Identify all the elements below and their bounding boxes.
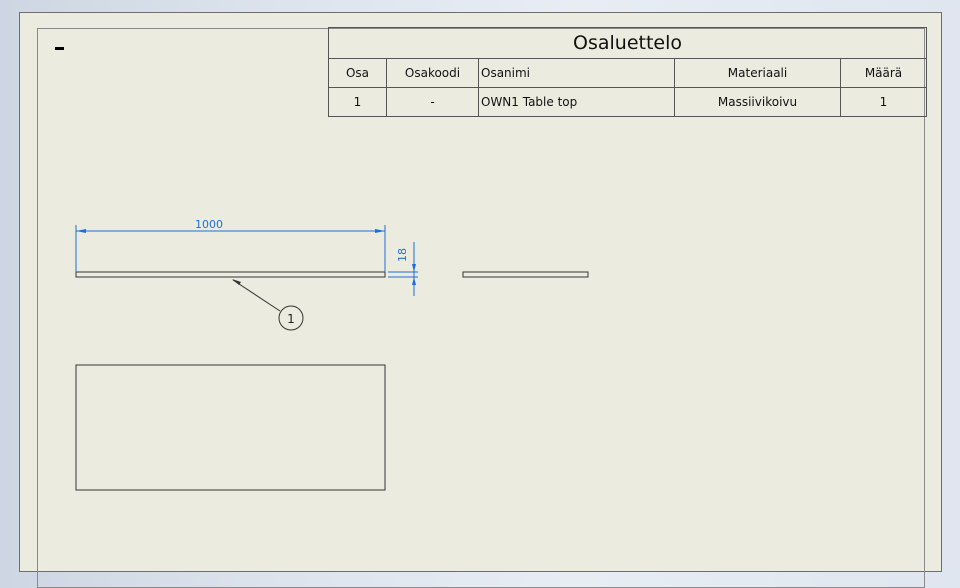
corner-mark — [55, 47, 64, 50]
front-view-plate[interactable] — [75, 271, 386, 278]
bom-cell-materiaali: Massiivikoivu — [674, 87, 841, 117]
length-dimension[interactable]: 1000 — [75, 218, 386, 272]
item-balloon[interactable]: 1 — [232, 279, 304, 331]
thickness-dimension-text: 18 — [396, 248, 409, 262]
bom-cell-osanimi: OWN1 Table top — [478, 87, 675, 117]
drawing-views: 1000 18 1 — [75, 218, 589, 491]
bill-of-materials-table[interactable]: Osaluettelo Osa Osakoodi Osanimi Materia… — [328, 27, 927, 117]
thickness-dimension[interactable]: 18 — [388, 242, 418, 296]
bom-header-osakoodi: Osakoodi — [386, 58, 479, 88]
bom-title: Osaluettelo — [328, 27, 927, 59]
bom-cell-osa: 1 — [328, 87, 387, 117]
bom-cell-maara: 1 — [840, 87, 927, 117]
bom-cell-osakoodi: - — [386, 87, 479, 117]
table-row[interactable]: 1 - OWN1 Table top Massiivikoivu 1 — [328, 87, 927, 117]
top-view-outline[interactable] — [75, 364, 386, 491]
length-dimension-text: 1000 — [195, 218, 223, 231]
bom-header-maara: Määrä — [840, 58, 927, 88]
balloon-number: 1 — [287, 312, 295, 326]
bom-header-row: Osa Osakoodi Osanimi Materiaali Määrä — [328, 58, 927, 88]
side-view-plate[interactable] — [462, 271, 589, 278]
